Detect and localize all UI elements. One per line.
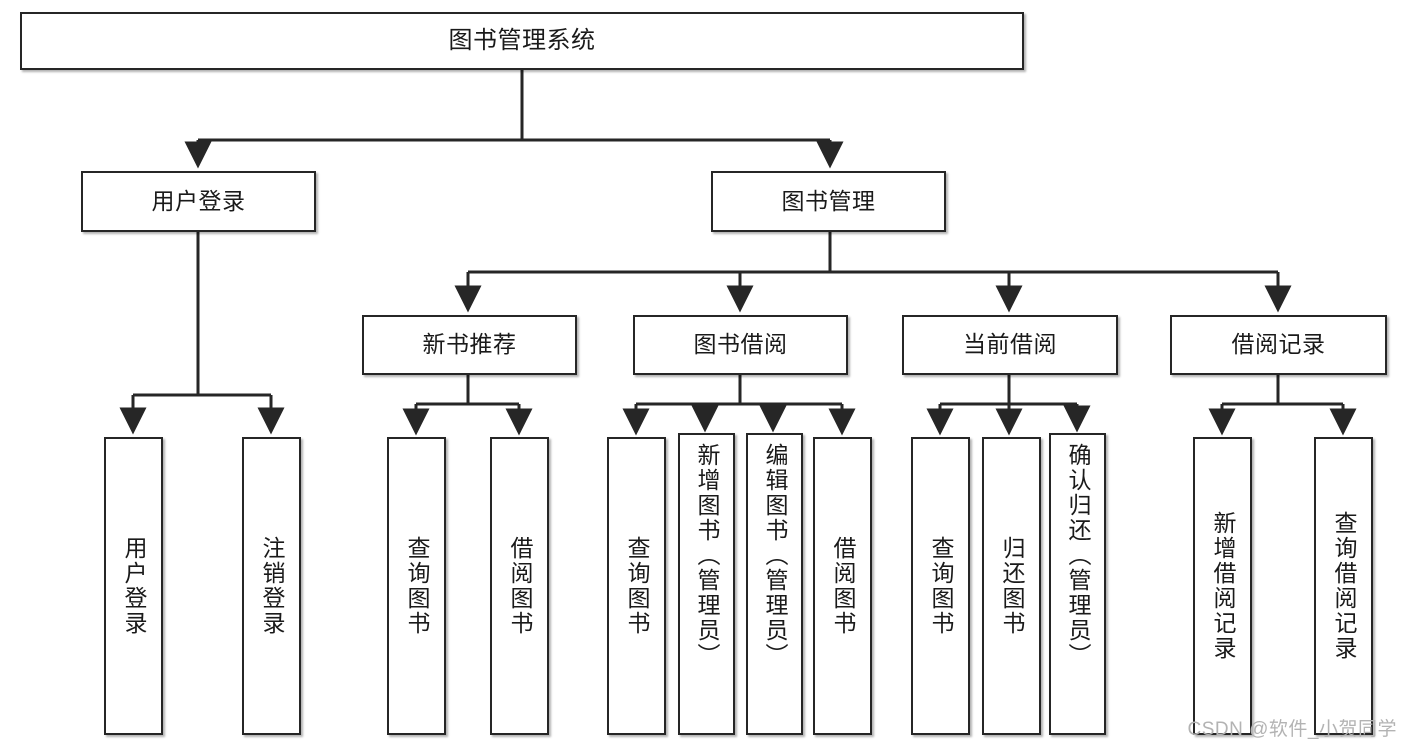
node-user-login-label: 用户登录 xyxy=(151,187,246,214)
node-new-book-rec-label: 新书推荐 xyxy=(422,331,517,358)
node-leaf-logout[interactable]: 注销登录 xyxy=(242,437,301,735)
node-leaf-query-book-1[interactable]: 查询图书 xyxy=(387,437,446,735)
node-leaf-borrow-book-1-label: 借阅图书 xyxy=(507,536,533,636)
node-current-borrow[interactable]: 当前借阅 xyxy=(902,315,1118,375)
node-leaf-query-book-3[interactable]: 查询图书 xyxy=(911,437,970,735)
node-current-borrow-label: 当前借阅 xyxy=(963,331,1057,358)
node-leaf-borrow-book-2[interactable]: 借阅图书 xyxy=(813,437,872,735)
node-leaf-return-book[interactable]: 归还图书 xyxy=(982,437,1041,735)
node-leaf-user-login-label: 用户登录 xyxy=(121,536,147,636)
node-leaf-logout-label: 注销登录 xyxy=(259,536,285,636)
node-new-book-rec[interactable]: 新书推荐 xyxy=(362,315,577,375)
node-borrow-record[interactable]: 借阅记录 xyxy=(1170,315,1387,375)
node-leaf-edit-book-label: 编辑图书（管理员） xyxy=(762,443,788,668)
node-leaf-query-book-1-label: 查询图书 xyxy=(404,536,430,636)
node-leaf-borrow-book-1[interactable]: 借阅图书 xyxy=(490,437,549,735)
node-leaf-query-record[interactable]: 查询借阅记录 xyxy=(1314,437,1373,735)
node-leaf-add-record[interactable]: 新增借阅记录 xyxy=(1193,437,1252,735)
node-user-login[interactable]: 用户登录 xyxy=(81,171,316,232)
node-leaf-add-book-label: 新增图书（管理员） xyxy=(694,443,720,668)
node-leaf-confirm-return[interactable]: 确认归还（管理员） xyxy=(1049,433,1106,735)
node-leaf-query-book-2-label: 查询图书 xyxy=(624,536,650,636)
node-leaf-edit-book[interactable]: 编辑图书（管理员） xyxy=(746,433,803,735)
node-leaf-query-book-3-label: 查询图书 xyxy=(928,536,954,636)
node-root[interactable]: 图书管理系统 xyxy=(20,12,1024,70)
node-leaf-confirm-return-label: 确认归还（管理员） xyxy=(1065,443,1091,668)
node-leaf-query-book-2[interactable]: 查询图书 xyxy=(607,437,666,735)
node-book-manage[interactable]: 图书管理 xyxy=(711,171,946,232)
node-leaf-user-login[interactable]: 用户登录 xyxy=(104,437,163,735)
node-leaf-borrow-book-2-label: 借阅图书 xyxy=(830,536,856,636)
node-book-manage-label: 图书管理 xyxy=(781,187,876,214)
node-leaf-add-record-label: 新增借阅记录 xyxy=(1210,511,1236,661)
node-book-borrow[interactable]: 图书借阅 xyxy=(633,315,848,375)
node-leaf-add-book[interactable]: 新增图书（管理员） xyxy=(678,433,735,735)
node-leaf-query-record-label: 查询借阅记录 xyxy=(1331,511,1357,661)
node-leaf-return-book-label: 归还图书 xyxy=(999,536,1025,636)
node-root-label: 图书管理系统 xyxy=(448,26,596,54)
watermark: CSDN @软件_小贺同学 xyxy=(1187,719,1397,740)
node-borrow-record-label: 借阅记录 xyxy=(1231,331,1326,358)
node-book-borrow-label: 图书借阅 xyxy=(693,331,788,358)
